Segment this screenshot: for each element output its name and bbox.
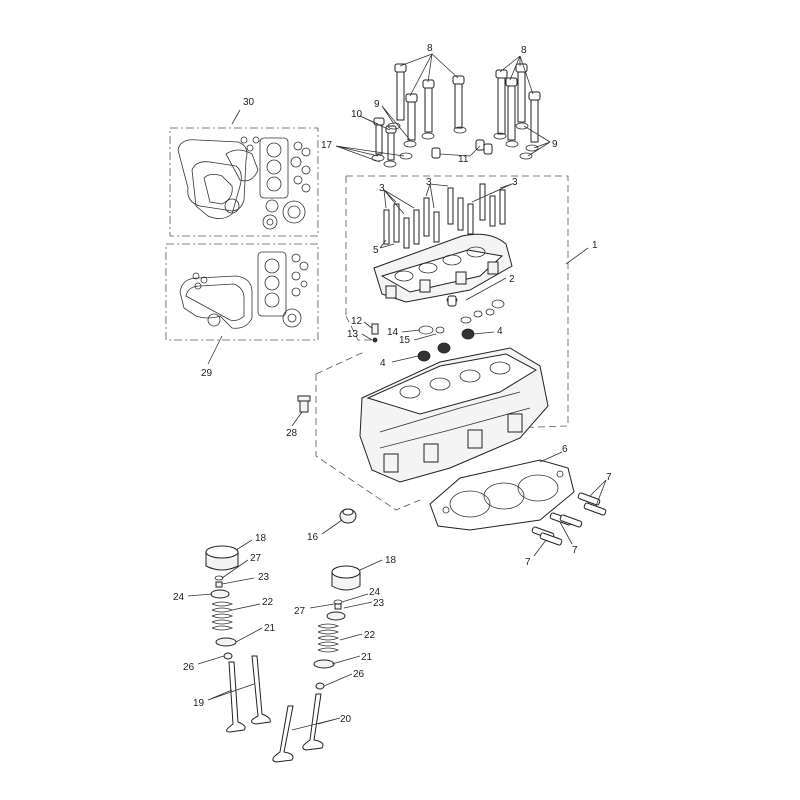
gasket-kit-29-box	[165, 243, 319, 341]
callout-19: 19	[193, 698, 205, 709]
head-bolts-group	[371, 63, 541, 168]
callout-22: 22	[262, 597, 274, 608]
callout-4: 4	[380, 358, 386, 369]
sensor-28-part	[297, 395, 311, 413]
callout-14: 14	[387, 327, 399, 338]
callout-7: 7	[525, 557, 531, 568]
callout-6: 6	[562, 444, 568, 455]
callout-30: 30	[243, 97, 255, 108]
valve-train-right	[272, 565, 361, 763]
callout-29: 29	[201, 368, 213, 379]
callout-27: 27	[294, 606, 306, 617]
callout-23: 23	[258, 572, 270, 583]
callout-27: 27	[250, 553, 262, 564]
callout-20: 20	[340, 714, 352, 725]
callout-12: 12	[351, 316, 363, 327]
callout-23: 23	[373, 598, 385, 609]
callout-10: 10	[351, 109, 363, 120]
callout-7: 7	[606, 472, 612, 483]
head-gasket-part	[429, 459, 575, 531]
callout-22: 22	[364, 630, 376, 641]
dowel-pins-7	[531, 492, 607, 546]
plug-16-part	[339, 508, 357, 524]
callout-21: 21	[264, 623, 276, 634]
callout-18: 18	[385, 555, 397, 566]
callout-24: 24	[173, 592, 185, 603]
callout-21: 21	[361, 652, 373, 663]
callout-3: 3	[426, 177, 432, 188]
gasket-kit-30-box	[169, 127, 319, 237]
callout-9: 9	[374, 99, 380, 110]
callout-15: 15	[399, 335, 411, 346]
callout-26: 26	[183, 662, 195, 673]
cam-carrier-part	[373, 183, 513, 324]
callout-2: 2	[509, 274, 515, 285]
callout-26: 26	[353, 669, 365, 680]
callout-4: 4	[497, 326, 503, 337]
callout-18: 18	[255, 533, 267, 544]
callout-8: 8	[427, 43, 433, 54]
callout-24: 24	[369, 587, 381, 598]
callout-labels: 30 8 8 9 10 9 17 11 3 3 3 1 5 2 12 13 14…	[173, 43, 612, 725]
callout-5: 5	[373, 245, 379, 256]
callout-3: 3	[512, 177, 518, 188]
callout-11: 11	[458, 154, 469, 165]
cam-carrier-frame	[315, 175, 569, 511]
callout-3: 3	[379, 183, 385, 194]
callout-13: 13	[347, 329, 359, 340]
callout-17: 17	[321, 140, 333, 151]
leader-lines	[187, 53, 607, 731]
callout-9: 9	[552, 139, 558, 150]
callout-16: 16	[307, 532, 319, 543]
callout-7: 7	[572, 545, 578, 556]
callout-8: 8	[521, 45, 527, 56]
callout-1: 1	[592, 240, 598, 251]
cylinder-head-part	[359, 347, 549, 483]
callout-28: 28	[286, 428, 298, 439]
